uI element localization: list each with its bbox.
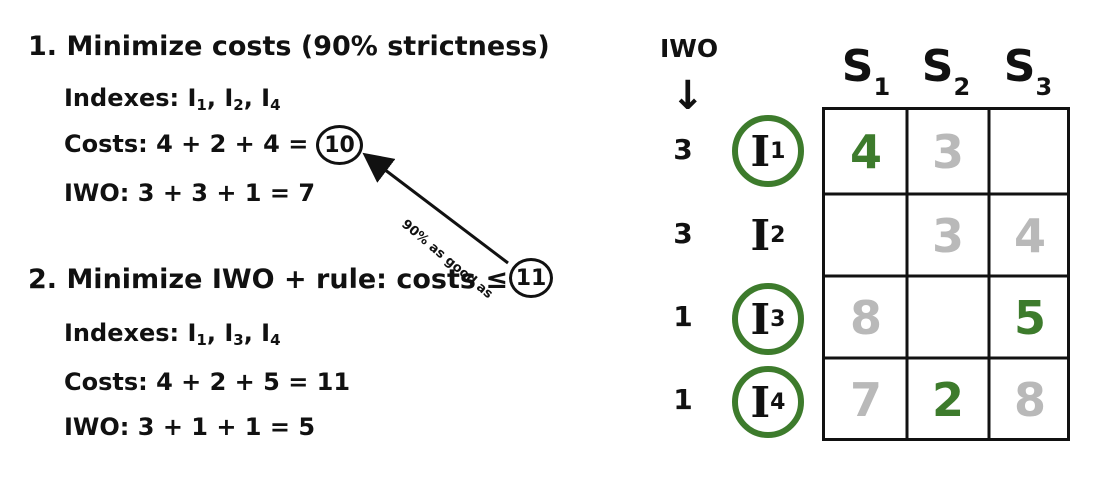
step2-title: 2. Minimize IWO + rule: costs ≤	[28, 264, 508, 295]
step1-index-sub: 4	[270, 96, 281, 114]
row-iwo-4: 1	[673, 383, 693, 416]
cell-i3-s2	[907, 276, 989, 359]
step2-limit: 11	[515, 265, 547, 291]
cell-i3-s1: 8	[849, 290, 882, 345]
down-arrow-icon: ↓	[671, 73, 705, 119]
cell-i4-s2: 2	[931, 372, 964, 427]
step1-indexes: Indexes: I1, I2, I4	[64, 84, 281, 114]
iwo-header: IWO	[660, 34, 719, 63]
cost-matrix: 4 3 3 4 8 5 7 2 8	[822, 107, 1070, 441]
cell-i1-s3	[989, 110, 1071, 193]
step2-index-sub: 4	[270, 331, 281, 349]
column-header-s1: S1	[841, 41, 891, 101]
step1-iwo: IWO: 3 + 3 + 1 = 7	[64, 179, 316, 207]
step2-iwo: IWO: 3 + 1 + 1 = 5	[64, 413, 316, 441]
step1-index-sub: 2	[233, 96, 244, 114]
cell-i1-s1: 4	[849, 124, 882, 179]
step1-title: 1. Minimize costs (90% strictness)	[28, 31, 550, 62]
step1-indexes-label: Indexes:	[64, 84, 188, 112]
row-iwo-3: 1	[673, 300, 693, 333]
cell-i2-s2: 3	[931, 208, 964, 263]
step2-index-sub: 3	[233, 331, 244, 349]
column-header-s3: S3	[1003, 41, 1053, 101]
cell-i4-s1: 7	[849, 372, 882, 427]
step2-indexes-label: Indexes:	[64, 319, 188, 347]
cell-i2-s3: 4	[1013, 208, 1046, 263]
step2-limit-circle: 11	[509, 258, 553, 298]
step1-costs-result: 10	[324, 132, 355, 158]
step1-costs: Costs: 4 + 2 + 4 =	[64, 130, 309, 158]
row-iwo-2: 3	[673, 217, 693, 250]
cell-i4-s3: 8	[1013, 372, 1046, 427]
step1-index-sub: 1	[196, 96, 207, 114]
cell-i3-s3: 5	[1013, 290, 1046, 345]
step2-indexes: Indexes: I1, I3, I4	[64, 319, 281, 349]
column-header-s2: S2	[921, 41, 971, 101]
grid-lines	[825, 110, 1067, 438]
row-iwo-1: 3	[673, 133, 693, 166]
cell-i2-s1	[825, 194, 907, 277]
step2-costs: Costs: 4 + 2 + 5 = 11	[64, 368, 351, 396]
step2-index-sub: 1	[196, 331, 207, 349]
cell-i1-s2: 3	[931, 124, 964, 179]
step1-costs-result-circle: 10	[316, 125, 363, 165]
